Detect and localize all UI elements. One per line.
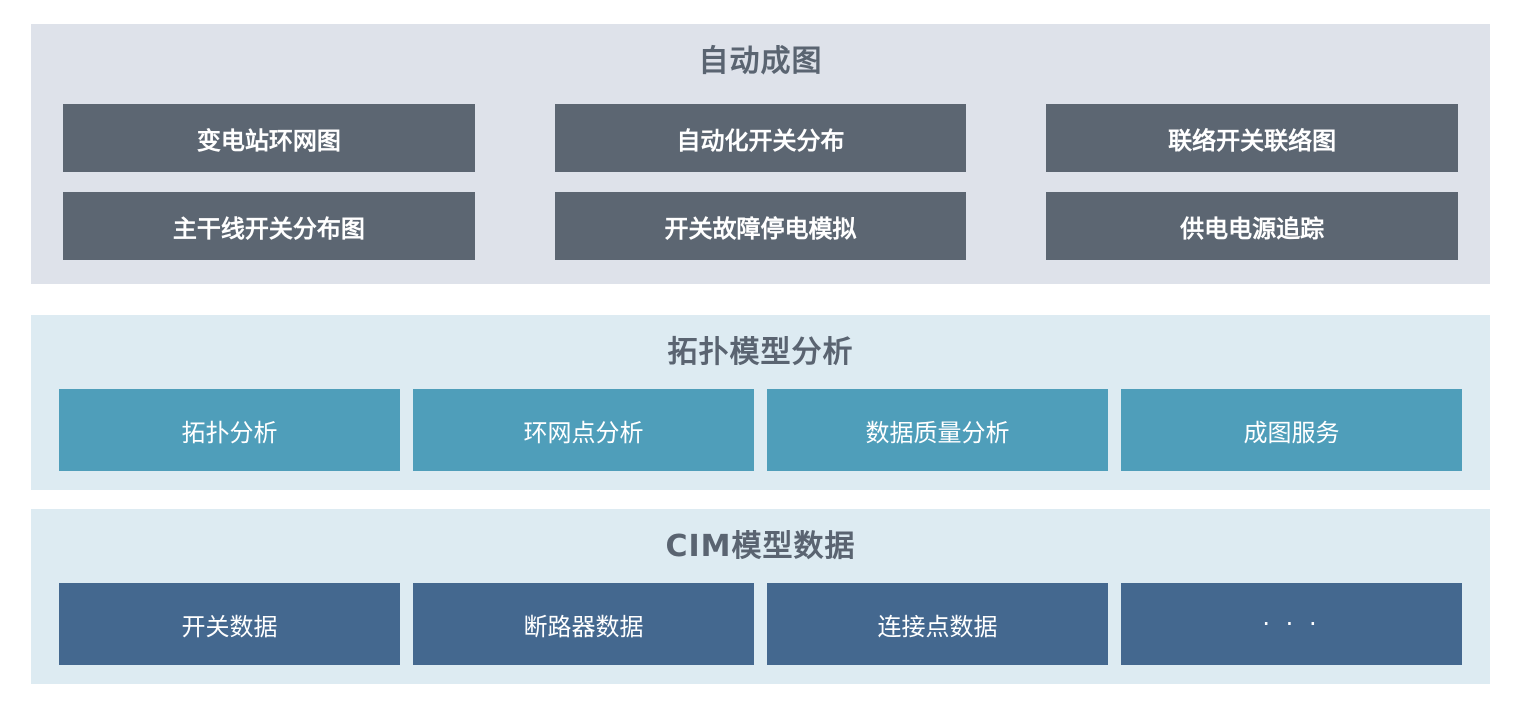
node-topology-analysis: 拓扑分析 <box>59 389 400 471</box>
node-diagram-generation-service: 成图服务 <box>1121 389 1462 471</box>
section-title-auto-diagram-generation: 自动成图 <box>698 44 823 79</box>
section-title-cim-model-data: CIM模型数据 <box>665 529 856 564</box>
section-topology-model-analysis: 拓扑模型分析 拓扑分析 环网点分析 数据质量分析 成图服务 <box>31 315 1490 490</box>
section-auto-diagram-generation: 自动成图 变电站环网图 自动化开关分布 联络开关联络图 主干线开关分布图 开关故… <box>31 24 1490 284</box>
node-data-quality-analysis: 数据质量分析 <box>767 389 1108 471</box>
node-ring-network-point-analysis: 环网点分析 <box>413 389 754 471</box>
auto-diagram-node-grid: 变电站环网图 自动化开关分布 联络开关联络图 主干线开关分布图 开关故障停电模拟… <box>31 104 1490 260</box>
node-connection-point-data: 连接点数据 <box>767 583 1108 665</box>
node-power-supply-source-tracing: 供电电源追踪 <box>1046 192 1458 260</box>
node-switch-fault-outage-simulation: 开关故障停电模拟 <box>554 192 967 260</box>
topology-node-grid: 拓扑分析 环网点分析 数据质量分析 成图服务 <box>31 389 1490 471</box>
section-title-topology-model-analysis: 拓扑模型分析 <box>667 335 854 370</box>
node-automated-switch-distribution: 自动化开关分布 <box>554 104 967 172</box>
node-tie-switch-connection-diagram: 联络开关联络图 <box>1046 104 1458 172</box>
node-switch-data: 开关数据 <box>59 583 400 665</box>
node-more-ellipsis: · · · <box>1121 583 1462 665</box>
node-circuit-breaker-data: 断路器数据 <box>413 583 754 665</box>
section-cim-model-data: CIM模型数据 开关数据 断路器数据 连接点数据 · · · <box>31 509 1490 684</box>
cim-node-grid: 开关数据 断路器数据 连接点数据 · · · <box>31 583 1490 665</box>
node-substation-ring-network-diagram: 变电站环网图 <box>63 104 475 172</box>
node-trunk-line-switch-distribution-diagram: 主干线开关分布图 <box>63 192 475 260</box>
